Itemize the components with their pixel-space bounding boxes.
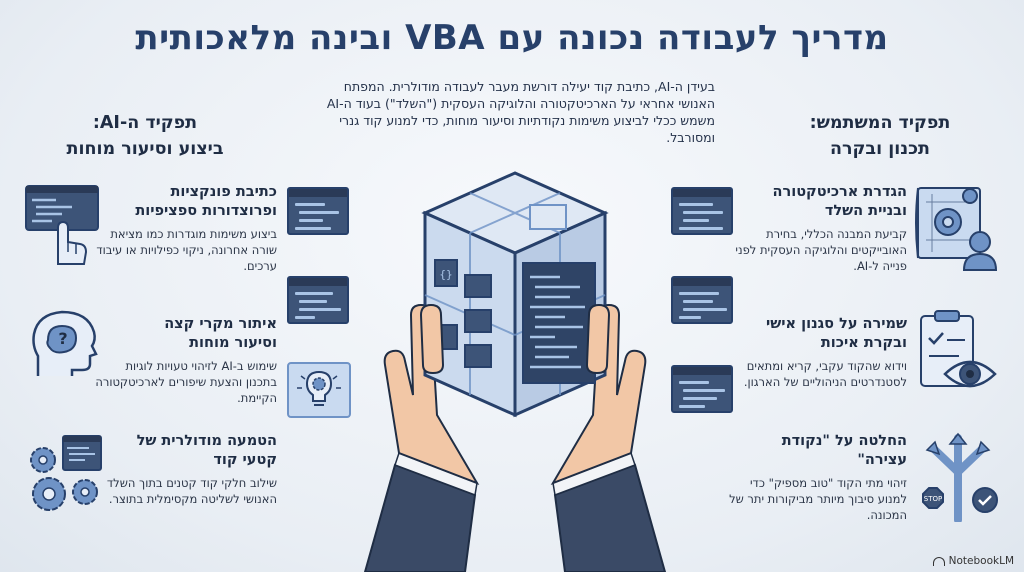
code-thumbnail [287,276,349,324]
svg-text:STOP: STOP [924,495,942,503]
clipboard-eye-icon [920,310,997,388]
gears-code-icon [30,435,102,511]
lightbulb-gear-icon [287,362,351,418]
ai-item-text: ביצוע משימות מוגדרות כמו מציאת שורה אחרו… [96,227,277,273]
code-thumbnail [287,187,349,235]
ai-role-heading: תפקיד ה-AI: ביצוע וסיעור מוחות [30,110,260,162]
page-title: מדריך לעבודה נכונה עם VBA ובינה מלאכותית [135,18,889,58]
user-item-text: וידוא שהקוד עקבי, קריא ומתאים לסטנדרטים … [743,359,907,389]
ai-role-heading-line1: תפקיד ה-AI: [92,113,198,133]
notebook-logo-icon [932,556,945,566]
ai-role-heading-line2: ביצוע וסיעור מוחות [66,139,224,159]
code-hand-icon [25,185,99,265]
ai-item-text: שימוש ב-AI לזיהוי טעויות לוגיות בתכנון ו… [95,359,277,405]
code-thumbnail [671,365,733,413]
code-cube-hands-icon: {} [363,171,667,572]
brain-question-icon: ? [32,310,98,376]
brand-logo: NotebookLM [932,555,1014,567]
ai-item-text: שילוב חלקי קוד קטנים בתוך השלד האנושי לש… [106,476,277,506]
crossroads-stop-icon: STOP [922,432,998,522]
code-thumbnail [671,187,733,235]
user-role-heading: תפקיד המשתמש: תכנון ובקרה [765,110,995,162]
user-item-text: זיהוי מתי הקוד "טוב מספיק" כדי למנוע סיב… [729,476,907,522]
svg-text:?: ? [58,329,67,348]
brand-name: NotebookLM [948,555,1014,567]
user-role-heading-line2: תכנון ובקרה [829,139,931,159]
blueprint-gear-user-icon [915,187,998,271]
user-role-heading-line1: תפקיד המשתמש: [809,113,951,133]
code-thumbnail [671,276,733,324]
intro-paragraph: בעידן ה-AI, כתיבת קוד יעילה דורשת מעבר ל… [326,79,715,145]
svg-text:{}: {} [439,268,452,281]
user-item-text: קביעת המבנה הכללי, בחירת האובייקטים והלו… [735,227,907,273]
